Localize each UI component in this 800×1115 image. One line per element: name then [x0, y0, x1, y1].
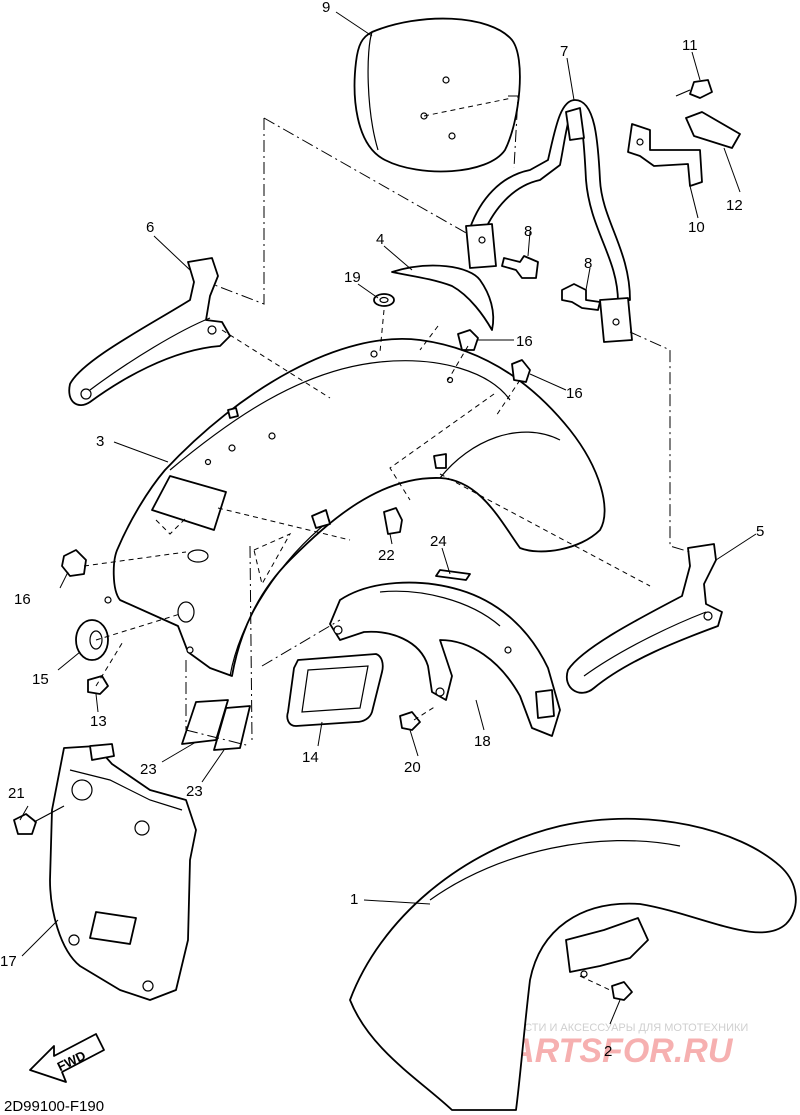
damper-16-left: [61, 549, 87, 577]
side-support-left: [68, 257, 231, 406]
bolt-11: [675, 79, 713, 99]
callout-18: 18: [474, 733, 491, 750]
callout-2: 2: [604, 1043, 612, 1060]
callout-15: 15: [32, 671, 49, 688]
side-support-right: [565, 543, 723, 694]
callout-17: 19: [344, 269, 361, 286]
bolt-21: [13, 805, 65, 835]
watermark-caption: ЗАПЧАСТИ И АКСЕССУАРЫ ДЛЯ МОТОТЕХНИКИ: [488, 1022, 748, 1034]
grommet-15: [75, 619, 109, 661]
fwd-arrow-icon: FWD: [29, 1033, 105, 1083]
backrest-pad: [353, 17, 521, 173]
bolt-2: [611, 981, 633, 1001]
bolt-8-upper: [501, 255, 539, 279]
callout-23-right: 23: [186, 783, 203, 800]
callout-23-left: 23: [140, 761, 157, 778]
bolt-8-lower: [561, 283, 601, 311]
callout-14: 14: [302, 749, 319, 766]
callout-16-left: 16: [14, 591, 31, 608]
callout-19: 20: [404, 759, 421, 776]
callout-3: 3: [96, 433, 104, 450]
emblem-4: [391, 264, 495, 331]
fwd-label: FWD: [55, 1048, 88, 1074]
leader-lines: [19, 11, 757, 1025]
callout-13: 13: [90, 713, 107, 730]
watermark-brand: PARTSFOR.RU: [490, 1032, 734, 1070]
callout-9: 9: [322, 0, 330, 16]
callout-21: 21: [8, 785, 25, 802]
backrest-frame: [465, 95, 633, 343]
front-fender-1: [349, 817, 797, 1111]
callout-16-right: 16: [566, 385, 583, 402]
callout-10: 10: [688, 219, 705, 236]
callout-7: 7: [560, 43, 568, 60]
callout-1: 1: [350, 891, 358, 908]
damper-16-right: [511, 359, 531, 383]
callout-24: 24: [430, 533, 447, 550]
bracket: [627, 123, 703, 187]
drawing-code: 2D99100-F190: [4, 1098, 104, 1115]
callout-11: 11: [682, 37, 698, 54]
callout-8-lower: 8: [584, 255, 592, 272]
callout-4: 4: [376, 231, 384, 248]
callout-20: 17: [0, 953, 17, 970]
inner-fender-18: [329, 581, 561, 737]
clip-22: [383, 507, 403, 535]
callout-22: 22: [378, 547, 395, 564]
plate-frame-14: [286, 653, 384, 727]
bolt-13: [87, 675, 109, 695]
callout-16-top: 16: [516, 333, 533, 350]
callouts: 9 7 11 12 10 8 8 6 4 19 16 16 3 5 24 22 …: [0, 0, 764, 1060]
bolt-19: [399, 711, 421, 731]
label-24: [435, 569, 471, 581]
side-cover-20: [49, 743, 197, 1001]
callout-5: 5: [756, 523, 764, 540]
rear-fender: [104, 338, 606, 677]
callout-12: 12: [726, 197, 743, 214]
damper-16-top: [457, 329, 479, 351]
callout-6: 6: [146, 219, 154, 236]
callout-8-upper: 8: [524, 223, 532, 240]
rubber-pad-12: [685, 111, 741, 149]
assembly-lines: [83, 117, 691, 991]
grommet-17: [373, 293, 395, 307]
